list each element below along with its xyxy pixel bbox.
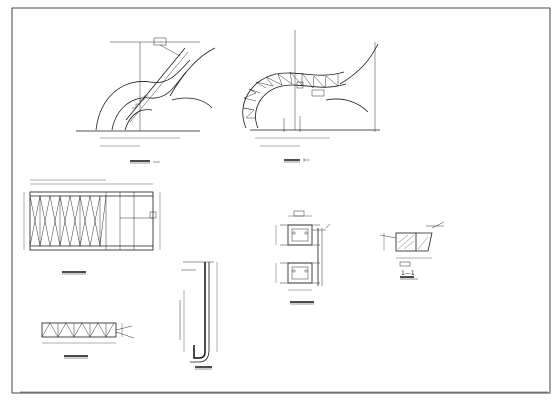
section-label: 1—1 [401, 270, 415, 277]
scale-bar-icon [303, 158, 310, 162]
view-railing-detail [179, 261, 218, 370]
view-plan-truss [23, 179, 161, 275]
sheet-border [11, 7, 551, 394]
view-pier-sections [275, 210, 331, 305]
view-ramp-elevation-right [242, 30, 380, 163]
view-section-1-1: 1—1 [379, 221, 445, 280]
view-truss-elevation [41, 322, 135, 359]
view-ramp-elevation-left [76, 37, 216, 164]
